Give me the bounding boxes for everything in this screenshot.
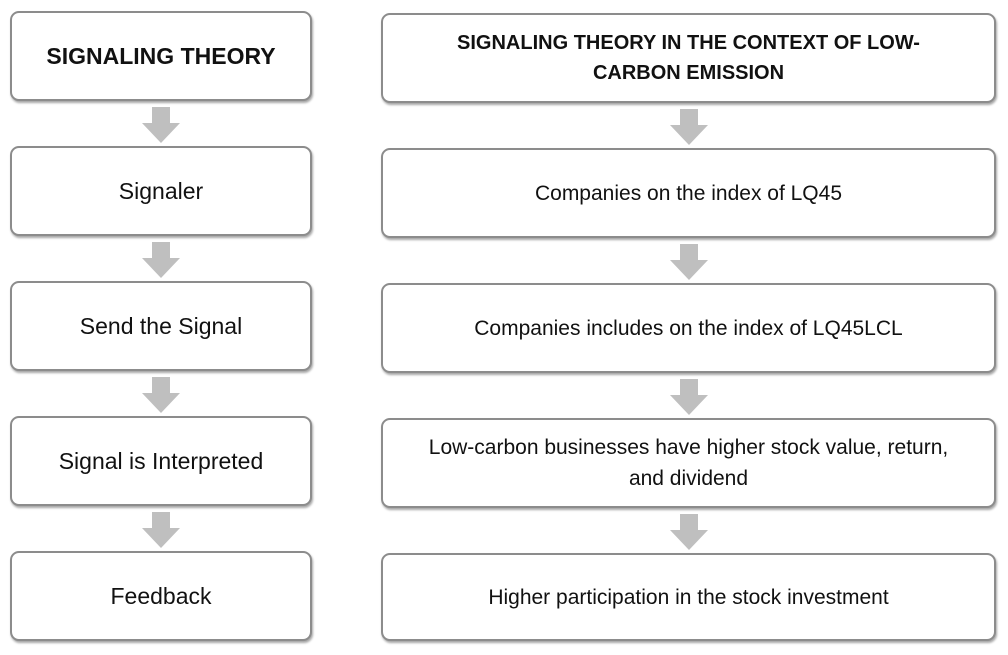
left-step-box-interpreted: Signal is Interpreted xyxy=(10,416,312,506)
right-step-box-low-carbon-value: Low-carbon businesses have higher stock … xyxy=(381,418,996,508)
right-step-box-participation: Higher participation in the stock invest… xyxy=(381,553,996,641)
left-step-text: Feedback xyxy=(110,582,212,609)
left-step-box-send-signal: Send the Signal xyxy=(10,281,312,371)
right-step-text: Low-carbon businesses have higher stock … xyxy=(428,436,949,490)
down-arrow-icon xyxy=(142,107,180,143)
signaling-theory-column: SIGNALING THEORY Signaler Send the Signa… xyxy=(10,0,312,655)
down-arrow-icon xyxy=(669,379,708,415)
right-step-text: Companies includes on the index of LQ45L… xyxy=(474,316,903,340)
left-header-box: SIGNALING THEORY xyxy=(10,11,312,101)
left-step-box-signaler: Signaler xyxy=(10,146,312,236)
right-header-box: SIGNALING THEORY IN THE CONTEXT OF LOW-C… xyxy=(381,13,996,103)
down-arrow-icon xyxy=(142,512,180,548)
right-step-text: Higher participation in the stock invest… xyxy=(488,585,889,609)
left-step-text: Signaler xyxy=(118,177,204,204)
right-step-box-lq45lcl: Companies includes on the index of LQ45L… xyxy=(381,283,996,373)
down-arrow-icon xyxy=(142,377,180,413)
right-step-text: Companies on the index of LQ45 xyxy=(534,181,843,205)
low-carbon-context-column: SIGNALING THEORY IN THE CONTEXT OF LOW-C… xyxy=(381,0,996,655)
left-header-text: SIGNALING THEORY xyxy=(46,43,276,69)
left-step-text: Signal is Interpreted xyxy=(58,447,264,474)
down-arrow-icon xyxy=(142,242,180,278)
left-step-box-feedback: Feedback xyxy=(10,551,312,641)
right-header-text: SIGNALING THEORY IN THE CONTEXT OF LOW-C… xyxy=(457,32,920,84)
down-arrow-icon xyxy=(669,109,708,145)
left-step-text: Send the Signal xyxy=(79,312,243,339)
down-arrow-icon xyxy=(669,244,708,280)
down-arrow-icon xyxy=(669,514,708,550)
right-step-box-lq45: Companies on the index of LQ45 xyxy=(381,148,996,238)
